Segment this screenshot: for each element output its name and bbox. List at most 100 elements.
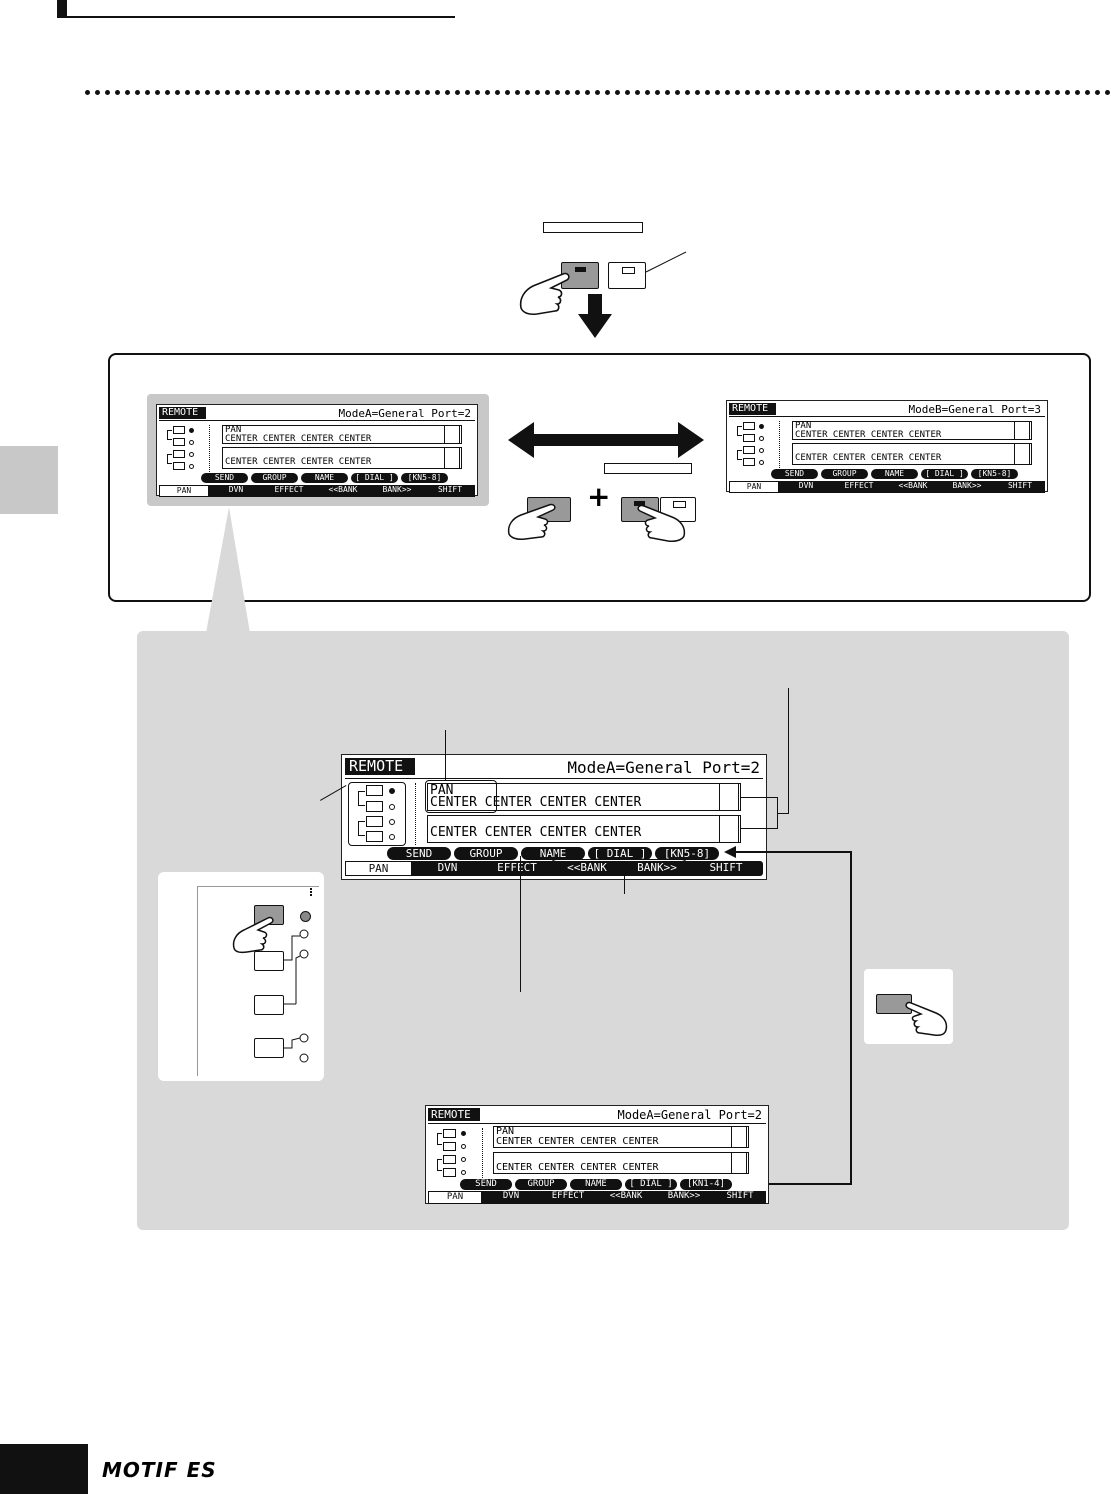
param-label: PAN: [795, 421, 812, 431]
mode-frame: [108, 353, 1091, 602]
tab-item: BANK>>: [656, 1191, 712, 1204]
knob-connectors: [284, 929, 309, 1063]
leader-line: [445, 730, 446, 780]
bank-callout-outline: [549, 859, 689, 876]
arrow-left-icon: [724, 846, 736, 858]
footer-black-bar: [0, 1444, 88, 1494]
row-button-bar: SEND GROUP NAME [ DIAL ] [KN5-8]: [387, 847, 719, 860]
row-button: [ DIAL ]: [625, 1179, 677, 1190]
leader-line: [624, 874, 625, 894]
tab-item: <<BANK: [887, 481, 939, 493]
tab-item: EFFECT: [540, 1191, 596, 1204]
footer-brand-logo: MOTIF ES: [102, 1458, 217, 1482]
tab-item: PAN: [428, 1191, 482, 1204]
tab-bar: PAN DVN EFFECT <<BANK BANK>> SHIFT: [428, 1191, 766, 1204]
tab-item: SHIFT: [693, 861, 759, 876]
tab-item: DVN: [211, 485, 261, 497]
row-button: SEND: [387, 847, 451, 860]
panel-button: [608, 262, 646, 289]
row-button: [KN5-8]: [655, 847, 719, 860]
connector-line: [850, 851, 852, 1185]
row-button: GROUP: [454, 847, 518, 860]
tab-bar: PAN DVN EFFECT <<BANK BANK>> SHIFT: [159, 485, 475, 497]
row-button-bar: SEND GROUP NAME [ DIAL ] [KN5-8]: [201, 473, 448, 483]
screen-tab-label: REMOTE: [159, 407, 207, 419]
knob-panel-rule: [197, 886, 198, 1076]
param-label: PAN: [430, 783, 454, 798]
row-button: [KN1-4]: [680, 1179, 732, 1190]
knob-button: [254, 951, 284, 971]
leader-line: [740, 797, 778, 798]
tab-item: SHIFT: [714, 1191, 766, 1204]
row-button: [KN5-8]: [971, 469, 1018, 479]
row-button: GROUP: [251, 473, 298, 483]
param-callout-outline: [425, 780, 497, 813]
panel-button-pressed: [561, 262, 599, 289]
row-values-2: CENTER CENTER CENTER CENTER: [795, 453, 942, 463]
tab-item: SHIFT: [995, 481, 1045, 493]
tab-item: PAN: [345, 861, 412, 876]
tab-item: PAN: [729, 481, 779, 493]
row-button: NAME: [521, 847, 585, 860]
tab-item: BANK>>: [623, 861, 691, 876]
row-button: SEND: [771, 469, 818, 479]
tab-item: EFFECT: [833, 481, 885, 493]
row-button: SEND: [201, 473, 248, 483]
row-button-bar: SEND GROUP NAME [ DIAL ] [KN5-8]: [771, 469, 1018, 479]
row-button: [KN5-8]: [401, 473, 448, 483]
led-indicator: [300, 911, 311, 922]
label-box-top: [543, 222, 643, 233]
knob-panel-dots: [310, 888, 314, 896]
tab-item: PAN: [159, 485, 209, 497]
row-button-bar: SEND GROUP NAME [ DIAL ] [KN1-4]: [460, 1179, 732, 1190]
tab-item: EFFECT: [263, 485, 315, 497]
lcd-screen-top-left: REMOTE ModeA=General Port=2 PAN CENTER C…: [156, 404, 478, 497]
lcd-screen-center: REMOTE ModeA=General Port=2 PAN CENTER C…: [341, 754, 767, 880]
row-button: NAME: [570, 1179, 622, 1190]
label-box-mid: [604, 463, 692, 474]
lcd-screen-top-right: REMOTE ModeB=General Port=3 PAN CENTER C…: [726, 400, 1048, 493]
knob-panel-rule: [197, 886, 319, 887]
tab-item: EFFECT: [483, 861, 551, 876]
tab-item: DVN: [484, 1191, 538, 1204]
row-values-2: CENTER CENTER CENTER CENTER: [496, 1162, 659, 1173]
callout-line-top: [645, 251, 687, 273]
screen-header: ModeA=General Port=2: [617, 1108, 763, 1122]
tab-item: DVN: [781, 481, 831, 493]
hand-icon: [507, 503, 556, 540]
lcd-screen-bottom: REMOTE ModeA=General Port=2 PAN CENTER C…: [425, 1105, 769, 1204]
row-values-2: CENTER CENTER CENTER CENTER: [430, 825, 642, 840]
page-corner-mark: [57, 0, 67, 18]
double-arrow-icon: [508, 422, 704, 458]
row-button: NAME: [871, 469, 918, 479]
row-button: GROUP: [821, 469, 868, 479]
screen-tab-label: REMOTE: [428, 1108, 480, 1121]
hand-icon: [232, 916, 274, 954]
tab-item: BANK>>: [941, 481, 993, 493]
tab-item: <<BANK: [317, 485, 369, 497]
row-button: SEND: [460, 1179, 512, 1190]
row-button: NAME: [301, 473, 348, 483]
tab-bar: PAN DVN EFFECT <<BANK BANK>> SHIFT: [729, 481, 1045, 493]
screen-header: ModeA=General Port=2: [338, 407, 471, 420]
connector-line: [756, 1183, 852, 1185]
row-values-1: CENTER CENTER CENTER CENTER: [225, 434, 372, 444]
screen-tab-label: REMOTE: [729, 403, 777, 415]
hand-icon: [637, 504, 686, 542]
row-button: GROUP: [515, 1179, 567, 1190]
param-label: PAN: [225, 425, 242, 435]
row-button: [ DIAL ]: [588, 847, 652, 860]
tab-item: <<BANK: [598, 1191, 654, 1204]
row-button: [ DIAL ]: [921, 469, 968, 479]
screen-header: ModeA=General Port=2: [567, 758, 760, 777]
leader-line: [740, 828, 778, 829]
header-rule: [57, 16, 455, 18]
down-arrow-icon: [578, 294, 612, 338]
param-label: PAN: [496, 1126, 515, 1137]
screen-tab-label: REMOTE: [345, 758, 416, 775]
leader-line: [788, 688, 789, 814]
leader-line: [520, 856, 521, 992]
leader-line: [777, 813, 788, 814]
tab-item: BANK>>: [371, 485, 423, 497]
